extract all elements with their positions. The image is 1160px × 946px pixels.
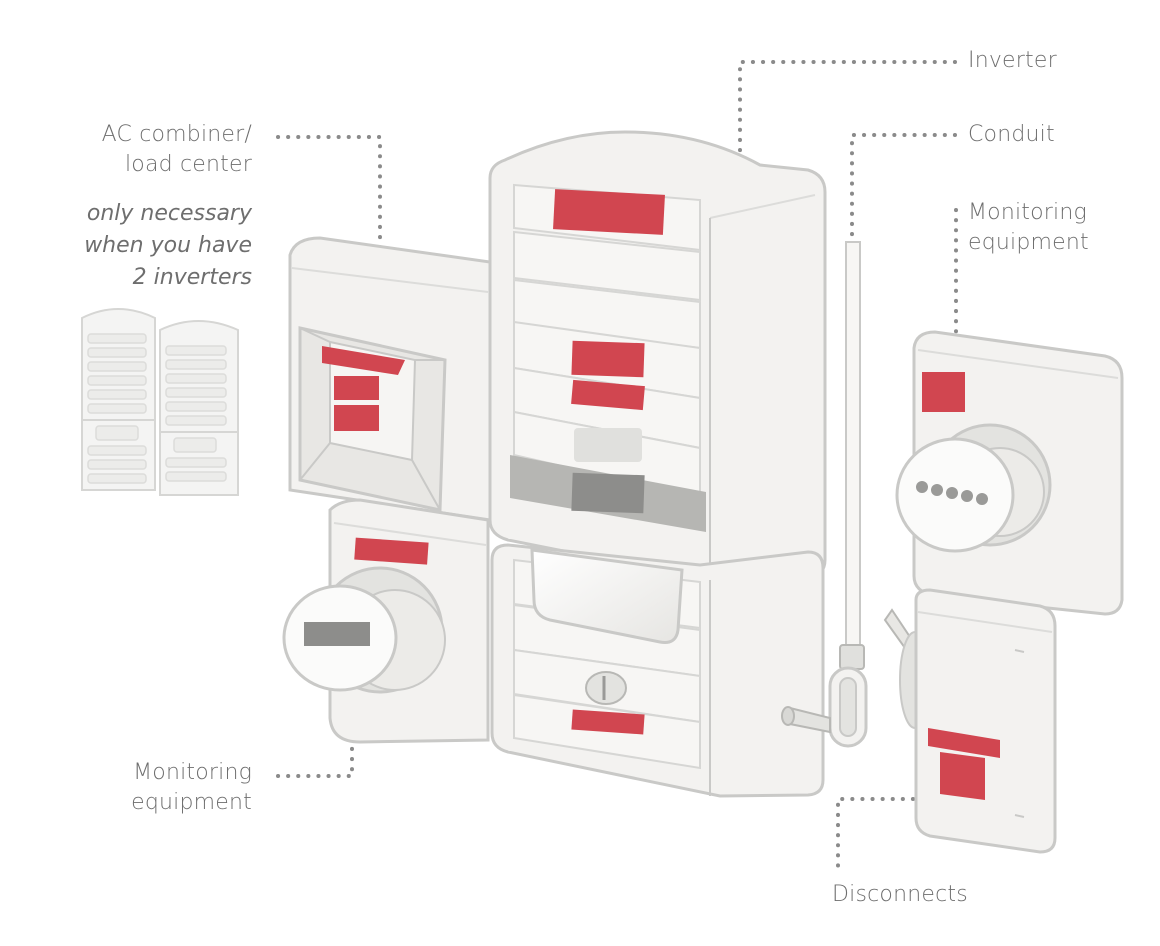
label-conduit: Conduit [968,122,1055,147]
leader-ac-combiner [276,135,382,262]
inverter-light-panel [574,428,642,462]
label-monitoring-right-line-1: Monitoring [968,200,1087,225]
inverter-display [571,472,645,514]
meter-left-display [304,622,370,646]
monitoring-meter-left [282,498,490,744]
inverter-label-1 [571,340,645,378]
label-monitoring-right-line-2: equipment [968,230,1089,255]
ac-combiner-label-1 [334,376,379,400]
label-monitoring-equipment-left: Monitoring equipment [131,758,252,818]
ac-combiner-note-line-3: 2 inverters [132,265,252,290]
label-disconnects: Disconnects [832,882,968,907]
leader-conduit [850,133,957,242]
disconnect-red-label [940,752,985,800]
leader-disconnects [836,797,915,877]
ac-combiner-note: only necessary when you have 2 inverters [84,198,252,294]
label-ac-combiner-line-1: AC combiner/ [101,122,252,147]
ac-combiner-box [288,236,492,522]
leader-inverter [738,60,957,187]
inverter-base [490,543,825,798]
inverter-unit [488,130,827,585]
label-monitoring-equipment-right: Monitoring equipment [968,198,1089,258]
monitoring-meter-right [895,330,1124,616]
meter-left-red-label [354,537,429,565]
label-monitoring-left-line-1: Monitoring [133,760,252,785]
label-monitoring-left-line-2: equipment [131,790,252,815]
label-inverter: Inverter [968,48,1057,73]
meter-right-red-label [922,372,965,412]
ac-combiner-note-line-2: when you have [84,233,252,258]
two-inverters-icon [81,308,239,496]
disconnect-red-strip [928,728,1000,758]
inverter-base-label [571,709,645,735]
ac-combiner-label-strip [322,346,405,375]
conduit-pipe [781,241,868,748]
ac-combiner-note-line-1: only necessary [86,201,252,226]
label-ac-combiner-line-2: load center [125,152,252,177]
inverter-top-label [553,189,665,235]
label-ac-combiner: AC combiner/ load center [102,120,252,180]
ac-combiner-label-2 [334,405,379,431]
disconnect-box [883,588,1057,854]
inverter-label-2 [571,379,645,411]
